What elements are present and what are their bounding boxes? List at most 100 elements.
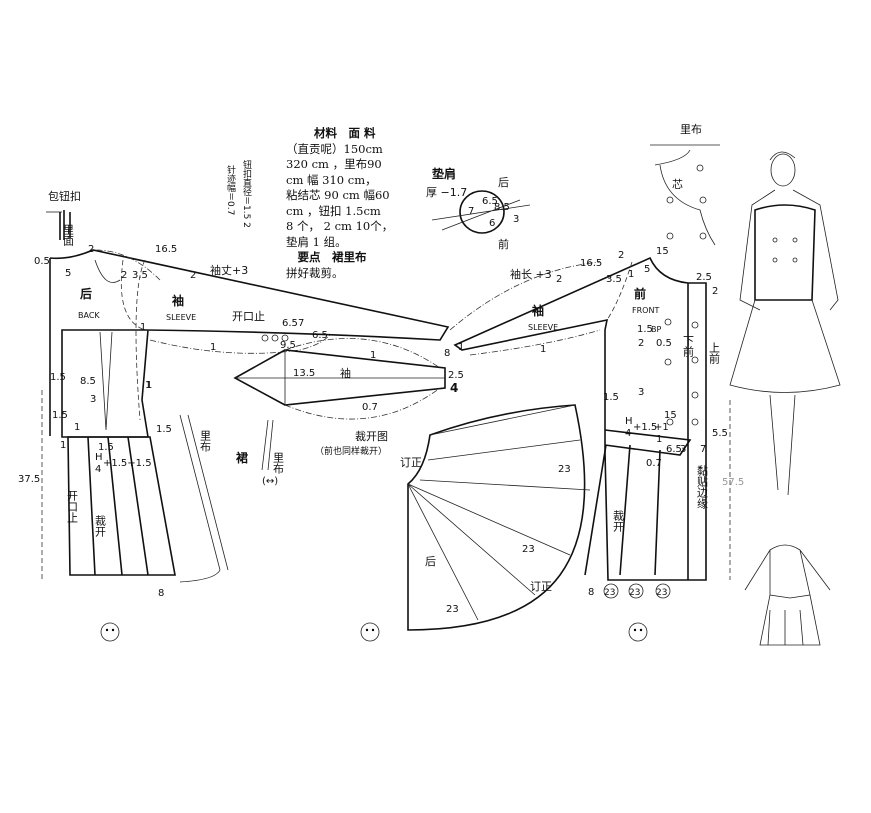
covered-button-label: 包钮扣 <box>48 189 81 203</box>
formula: +1.5+1.5 <box>103 458 152 469</box>
cut-diagram-note: （前也同样裁开） <box>315 445 387 457</box>
cut-label: 裁开 <box>612 510 625 533</box>
measure: 1.5 <box>637 324 653 335</box>
formula: +1.5 <box>633 422 657 433</box>
sleeve-length-label: 袖丈+3 <box>210 263 248 277</box>
interfacing-label: 芯 <box>672 177 683 191</box>
front-bodice-pattern: 里布 芯 袖长 +3 袖 SLEEVE 前 FRONT 下前 上前 BP 15 … <box>444 123 721 581</box>
measure: 13.5 <box>293 368 315 379</box>
measure: 1 <box>628 269 634 280</box>
measure: 3 <box>90 394 96 405</box>
back-skirt-pattern: 37.5 开口止 裁开 H 4 +1.5+1.5 1.5 8.5 3 1 1.5… <box>18 372 229 599</box>
flare-skirt-pattern: 订正 订正 后 23 23 23 <box>400 404 591 631</box>
sleeve-label-en: SLEEVE <box>166 313 196 322</box>
grain-arrow: (↔) <box>262 476 278 487</box>
sleeve-cut-label: 袖 <box>340 366 351 380</box>
measure: 8 <box>158 588 164 599</box>
measure: 4 <box>450 381 458 395</box>
slit-end-label: 开口止 <box>66 490 79 523</box>
mascot-icon <box>360 622 380 642</box>
cut-diagram-title: 裁开图 <box>355 430 388 443</box>
correction-label: 订正 <box>530 580 552 593</box>
materials-line: （直贡呢）150cm <box>286 141 383 156</box>
shoulder-pad-detail: 垫肩 厚 −1.7 后 前 7 6.5 8.5 6 3 <box>426 166 531 251</box>
mascot-icon <box>100 622 120 642</box>
measure: 23 <box>446 604 459 615</box>
measure: 7 <box>468 206 474 217</box>
sleeve-cut-diagram: 袖 裁开图 （前也同样裁开） 13.5 1 2.5 4 0.7 裙 里布 (↔) <box>233 338 464 487</box>
front-label: 前 <box>498 237 509 251</box>
measure: 0.7 <box>362 402 378 413</box>
measure: 16.5 <box>580 258 602 269</box>
materials-line: 8 个， 2 cm 10个， <box>286 219 394 233</box>
measure: 1.5 <box>98 442 114 453</box>
measure: 2 <box>190 270 196 281</box>
measure: 1 <box>145 380 151 391</box>
materials-line: cm 幅 310 cm， <box>286 172 377 187</box>
back-label: 后 <box>425 555 436 568</box>
back-bodice-pattern: 后 BACK 袖 SLEEVE 开口止 袖丈+3 0.5 2 5 16.5 2 … <box>34 244 450 438</box>
formula: 4 <box>625 428 631 439</box>
measure: 1 <box>140 322 146 333</box>
materials-line: 粘结芯 90 cm 幅60 <box>286 188 390 202</box>
measure: 3 <box>680 444 686 455</box>
slit-end-label: 开口止 <box>232 310 265 323</box>
measure: 1 <box>540 344 546 355</box>
measure: 0.5 <box>34 256 50 267</box>
measure: 1 <box>146 380 152 391</box>
formula: H <box>625 416 633 427</box>
measure: 1 <box>60 440 66 451</box>
dress-back-sketch <box>744 544 831 646</box>
materials-line: 拼好裁剪。 <box>286 265 344 280</box>
measure: 6.5 <box>482 196 498 207</box>
measure: 1 <box>370 350 376 361</box>
front-skirt-pattern: 裁开 黏贴边缘 57.5 H 4 +1.5 15 3 1.5 5.5 0.7 6… <box>588 387 744 599</box>
measure: 15 <box>664 410 677 421</box>
correction-label: 订正 <box>400 456 422 469</box>
dress-length: 57.5 <box>722 477 744 488</box>
measure: 1 <box>74 422 80 433</box>
measure: 5 <box>65 268 71 279</box>
measure: 1 <box>458 342 464 353</box>
front-label-en: FRONT <box>632 306 659 315</box>
bp-label: BP <box>651 325 661 334</box>
measure: 6.5 <box>282 318 298 329</box>
measure: 2.5 <box>448 370 464 381</box>
measure: 6 <box>489 218 495 229</box>
stitch-width-note: 针迹幅＝0.7 <box>225 165 235 216</box>
sleeve-label-cn: 袖 <box>532 303 544 318</box>
sleeve-label-cn: 袖 <box>172 293 184 308</box>
measure: 8 <box>588 587 594 598</box>
skirt-length: 37.5 <box>18 474 40 485</box>
measure: 3.5 <box>606 274 622 285</box>
front-label-cn: 前 <box>634 286 646 301</box>
measure: 2 <box>618 250 624 261</box>
measure: 2 <box>638 338 644 349</box>
button-diameter-note: 钮扣直径＝1.5 2 <box>241 160 251 228</box>
measure: 16.5 <box>155 244 177 255</box>
measure: 5.5 <box>712 428 728 439</box>
measure: 8.5 <box>80 376 96 387</box>
materials-line: cm ，钮扣 1.5cm <box>286 203 381 218</box>
measure: 2.5 <box>696 272 712 283</box>
circled-measure: 23 <box>656 588 667 598</box>
measure: 1.5 <box>50 372 66 383</box>
measure: 1.5 <box>156 424 172 435</box>
measure: 7 <box>700 444 706 455</box>
inner-label: 里面 <box>62 224 75 246</box>
circled-measure: 23 <box>629 588 640 598</box>
measure: 2 <box>712 286 718 297</box>
upper-front-label: 上前 <box>708 342 721 365</box>
covered-button-detail: 包钮扣 里面 <box>46 189 81 246</box>
measure: 1 <box>210 342 216 353</box>
measure: 1 <box>656 434 662 445</box>
materials-line: 要点 裙里布 <box>286 250 367 264</box>
measure: 23 <box>522 544 535 555</box>
skirt-lining-label: 里布 <box>272 452 285 475</box>
measure: 23 <box>558 464 571 475</box>
circled-measure: 23 <box>604 588 615 598</box>
measure: 0.7 <box>646 458 662 469</box>
materials-note: 材料 面 料 （直贡呢）150cm 320 cm ，里布90 cm 幅 310 … <box>286 126 416 281</box>
measure: 3 <box>513 214 519 225</box>
mascot-icon <box>628 622 648 642</box>
